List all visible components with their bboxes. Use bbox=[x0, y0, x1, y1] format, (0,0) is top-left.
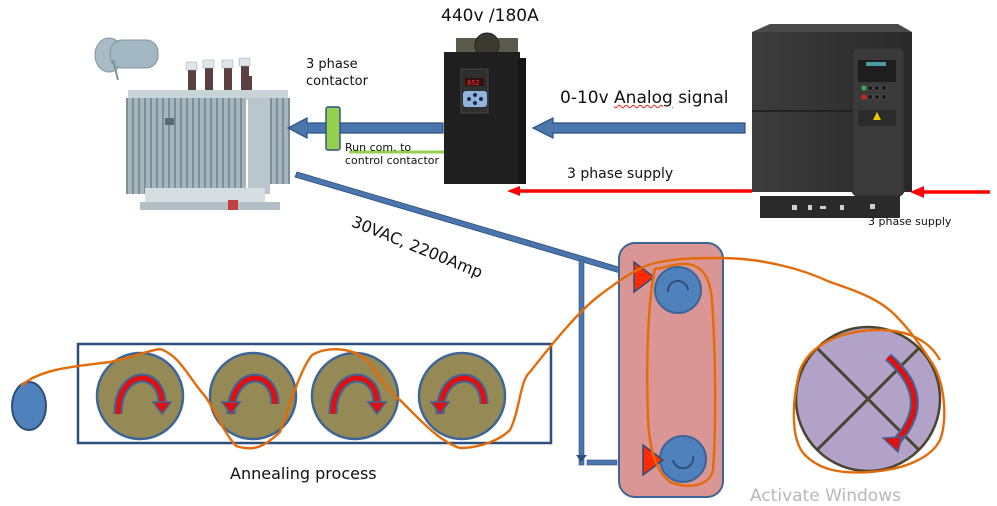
analog-prefix: 0-10v bbox=[560, 88, 615, 108]
annealing-roller bbox=[417, 351, 507, 441]
contact-roller-box bbox=[618, 242, 724, 498]
contactor-label-line1: 3 phase bbox=[306, 57, 358, 72]
run-command-label: Run com. to control contactor bbox=[345, 141, 439, 167]
rotation-arrow-icon bbox=[151, 401, 173, 416]
capstan-wheel bbox=[794, 325, 942, 473]
drive-rating-label: 440v /180A bbox=[441, 6, 539, 26]
annealing-roller bbox=[95, 351, 185, 441]
contactor-label: 3 phase contactor bbox=[306, 56, 368, 90]
contact-roller-top bbox=[654, 266, 702, 314]
transformer-output-line bbox=[294, 171, 623, 466]
run-command-line1: Run com. to bbox=[345, 141, 412, 154]
vfd-image bbox=[752, 24, 912, 218]
rotation-arrow-icon bbox=[220, 401, 242, 416]
svg-text:852: 852 bbox=[467, 79, 480, 87]
supply-arrow-to-vfd bbox=[910, 186, 990, 198]
wire-loop bbox=[646, 262, 717, 487]
contact-roller-bottom bbox=[659, 435, 707, 483]
analog-suffix: signal bbox=[672, 88, 729, 108]
run-command-line2: control contactor bbox=[345, 154, 440, 167]
control-arrow-to-transformer bbox=[286, 117, 444, 139]
annealing-roller bbox=[310, 351, 400, 441]
supply-arrow-to-drive bbox=[507, 186, 752, 196]
analog-signal-label: 0-10v Analog signal bbox=[560, 88, 729, 108]
contactor-label-line2: contactor bbox=[306, 74, 368, 89]
transformer-image bbox=[94, 37, 290, 210]
analog-word: Analog bbox=[614, 88, 673, 108]
contactor-block bbox=[325, 106, 341, 151]
rotation-arrow-icon bbox=[366, 401, 388, 416]
payoff-spool bbox=[11, 381, 47, 431]
supply-to-drive-label: 3 phase supply bbox=[567, 166, 674, 182]
wire-path bbox=[20, 256, 946, 474]
activate-windows-watermark: Activate Windows bbox=[750, 486, 901, 506]
annealing-process-label: Annealing process bbox=[230, 464, 377, 483]
annealing-roller bbox=[208, 351, 298, 441]
rotation-arrow-icon bbox=[429, 401, 451, 416]
analog-signal-arrow bbox=[531, 117, 746, 139]
supply-to-vfd-label: 3 phase supply bbox=[868, 215, 952, 228]
thyristor-drive-image: 852 bbox=[444, 32, 526, 184]
